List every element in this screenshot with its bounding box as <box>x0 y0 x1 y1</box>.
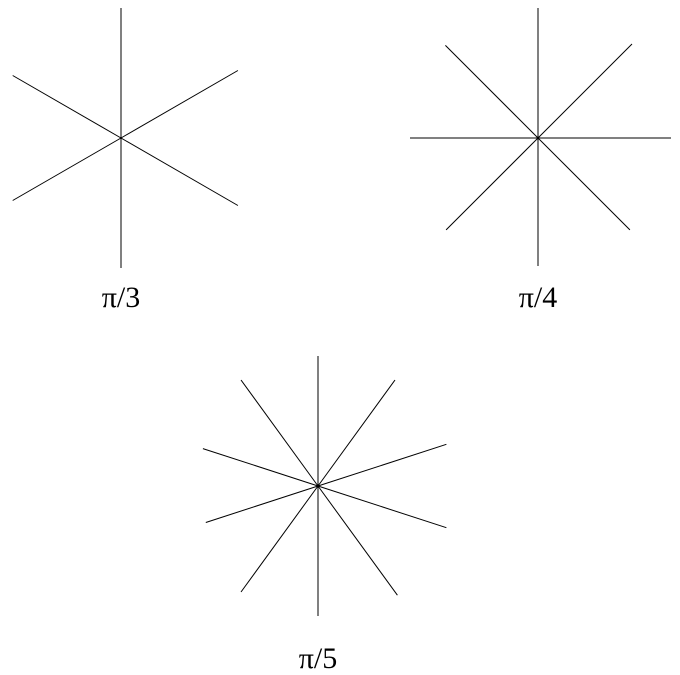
star-pi-3: π/3 <box>12 8 239 314</box>
ray-1-5 <box>12 137 122 201</box>
ray-3-9 <box>202 448 319 487</box>
ray-2-2 <box>537 43 633 139</box>
ray-3-10 <box>240 379 319 487</box>
ray-1-6 <box>12 75 122 139</box>
ray-3-5 <box>317 485 398 596</box>
ray-1-2 <box>120 70 239 139</box>
ray-1-3 <box>120 137 239 206</box>
ray-2-4 <box>537 137 631 231</box>
star-pi-3-label: π/3 <box>102 281 140 314</box>
ray-3-7 <box>240 485 319 593</box>
ray-3-8 <box>205 485 319 523</box>
ray-3-2 <box>317 379 396 487</box>
star-pi-5-rays <box>202 356 447 616</box>
star-pi-3-rays <box>12 8 239 268</box>
ray-2-8 <box>445 45 539 139</box>
star-pi-5-label: π/5 <box>299 642 337 675</box>
star-pi-5: π/5 <box>202 356 447 675</box>
ray-2-6 <box>445 137 539 231</box>
ray-3-4 <box>317 485 447 529</box>
star-pi-4: π/4 <box>410 8 671 314</box>
star-pi-4-rays <box>410 8 671 266</box>
star-pi-4-label: π/4 <box>519 281 557 314</box>
ray-3-3 <box>317 443 447 487</box>
